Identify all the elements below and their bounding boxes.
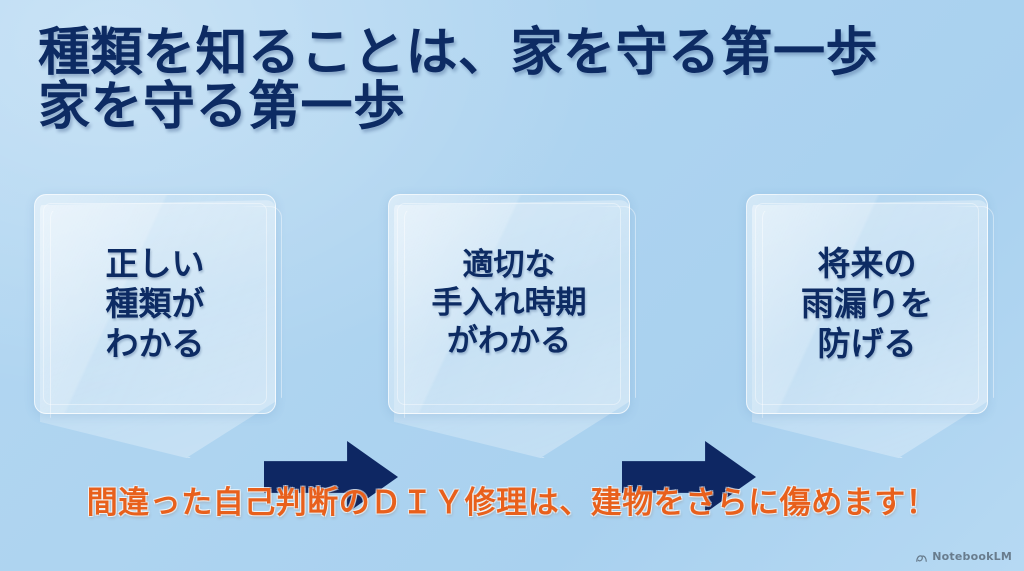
card-tail-shape [752,200,988,458]
card-2-line-3: がわかる [447,322,571,359]
card-1-line-1: 正しい [105,243,205,283]
notebooklm-icon [915,550,928,563]
page-title-line-2: 家を守る第一歩 [38,77,406,138]
flow-diagram: 正しい 種類が わかる 適切な 手入れ時期 がわかる 将来の 雨漏りを 防げる [0,192,1024,513]
card-1-line-2: 種類が [105,283,205,323]
flow-card-2: 適切な 手入れ時期 がわかる [388,192,636,458]
card-body: 正しい 種類が わかる [34,194,276,414]
flow-card-3: 将来の 雨漏りを 防げる [746,192,994,458]
page-title-line-1: 種類を知ることは、家を守る第一歩 [38,23,879,83]
card-3-line-2: 雨漏りを [801,283,933,323]
flow-card-1: 正しい 種類が わかる [34,192,282,458]
warning-caption: 間違った自己判断のＤＩＹ修理は、建物をさらに傷めます！ [86,485,938,521]
card-body: 適切な 手入れ時期 がわかる [388,194,630,414]
card-3-line-3: 防げる [817,324,917,364]
card-1-line-3: わかる [105,324,205,364]
watermark: NotebookLM [915,550,1012,563]
watermark-label: NotebookLM [932,550,1012,563]
card-body: 将来の 雨漏りを 防げる [746,194,988,414]
card-2-line-2: 手入れ時期 [431,285,587,322]
card-3-line-1: 将来の [817,243,917,283]
page-title: 種類を知ることは、家を守る第一歩 家を守る第一歩 [38,26,998,134]
card-2-line-1: 適切な [462,247,556,284]
card-tail-shape [40,200,276,458]
card-tail-shape [394,200,630,458]
